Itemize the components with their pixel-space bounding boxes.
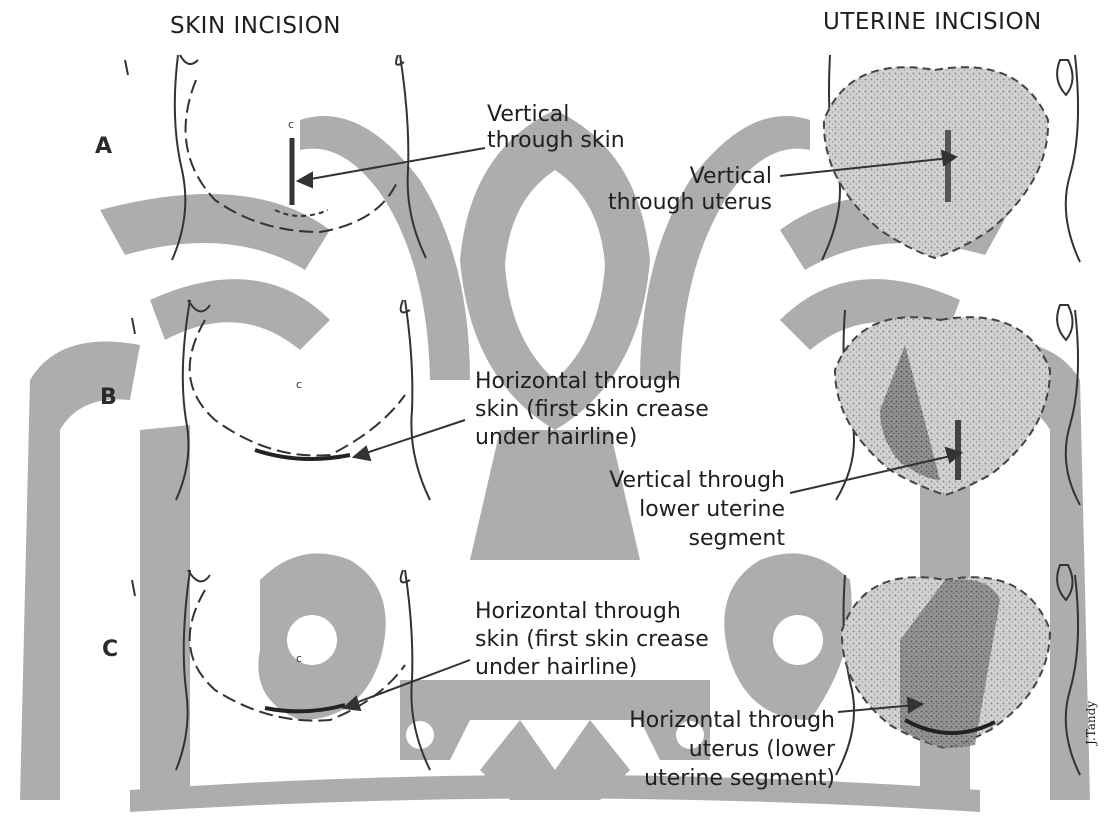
row-b-label: B — [100, 385, 117, 411]
row-a-uterine-caption: Vertical through uterus — [540, 164, 772, 216]
row-a-umbilicus: c — [288, 118, 294, 131]
row-c-uterus-figure — [836, 565, 1080, 775]
row-a-label: A — [95, 134, 112, 160]
illustrator-signature: J.Tandy — [1084, 701, 1098, 745]
row-c-label: C — [102, 637, 118, 663]
row-c-skin-caption: Horizontal through skin (first skin crea… — [475, 598, 709, 682]
uterine-incision-header: UTERINE INCISION — [823, 8, 1042, 36]
row-b-uterine-caption: Vertical through lower uterine segment — [520, 466, 785, 553]
skin-incision-header: SKIN INCISION — [170, 12, 341, 40]
row-a-skin-caption: Vertical through skin — [487, 102, 625, 154]
row-b-skin-caption: Horizontal through skin (first skin crea… — [475, 368, 709, 452]
row-c-umbilicus: c — [296, 652, 302, 665]
row-c-uterine-caption: Horizontal through uterus (lower uterine… — [500, 706, 835, 793]
row-b-umbilicus: c — [296, 378, 302, 391]
